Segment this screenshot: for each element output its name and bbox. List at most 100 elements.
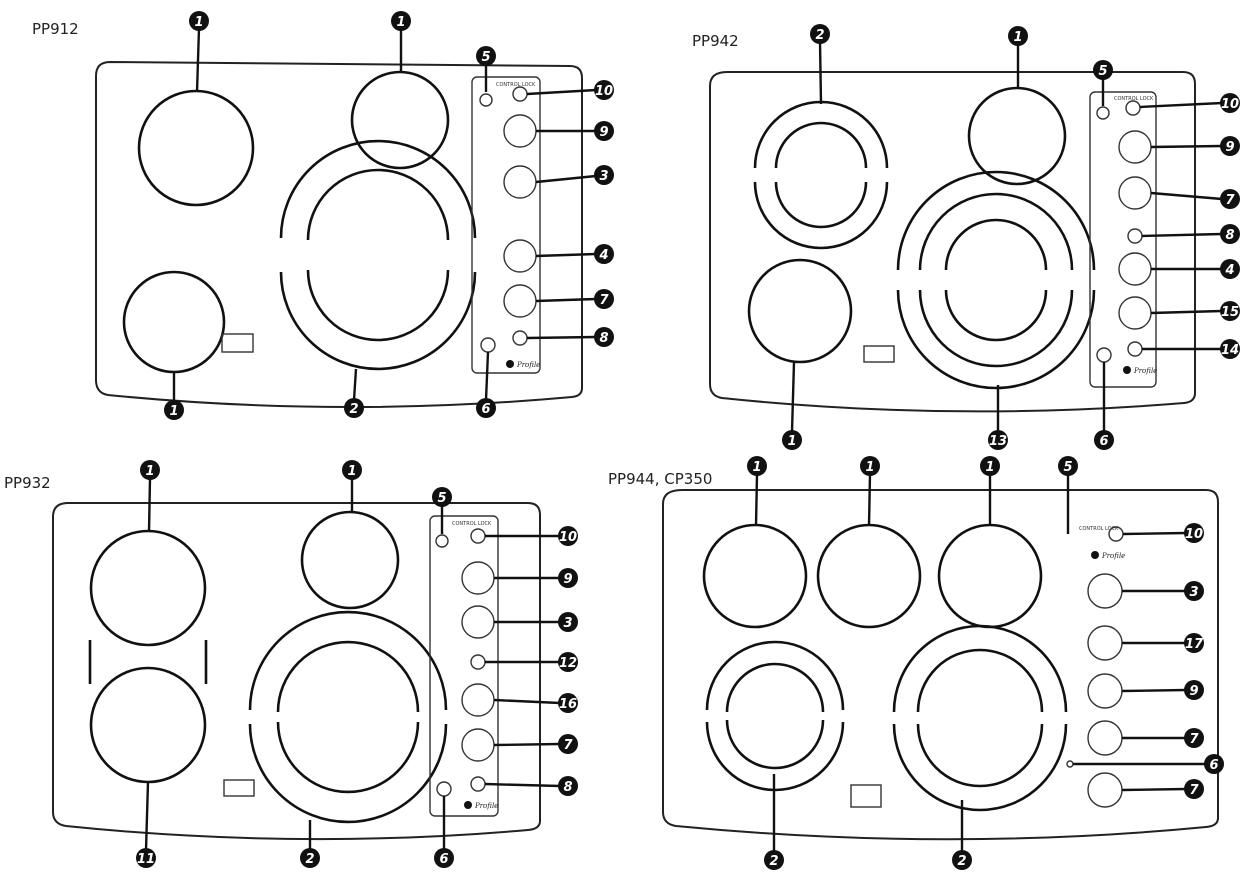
callout: 7 (1184, 779, 1204, 799)
brand-label: Profile (474, 802, 498, 810)
callout: 4 (1220, 259, 1240, 279)
callout: 8 (558, 776, 578, 796)
burner (816, 523, 922, 629)
selector-knob[interactable] (1127, 341, 1143, 357)
callout: 2 (300, 848, 320, 868)
hot-surface-indicator (863, 345, 895, 363)
svg-text:6: 6 (1099, 434, 1108, 449)
callout: 1 (140, 460, 160, 480)
control-knob[interactable] (503, 284, 537, 318)
control-knob[interactable] (1118, 130, 1152, 164)
control-knob[interactable] (503, 165, 537, 199)
svg-text:1: 1 (985, 460, 994, 475)
svg-text:1: 1 (1013, 30, 1022, 45)
control-lock-switch[interactable] (512, 86, 528, 102)
svg-text:1: 1 (347, 464, 356, 479)
svg-text:7: 7 (563, 738, 573, 753)
cooktop-pp942: PP942 CONTROL LOCK Profile (692, 24, 1240, 450)
control-lock-switch[interactable] (1125, 100, 1141, 116)
callout: 15 (1220, 301, 1240, 321)
callout: 2 (344, 398, 364, 418)
control-knob[interactable] (461, 561, 495, 595)
selector-knob[interactable] (1127, 228, 1143, 244)
control-knob[interactable] (1087, 720, 1123, 756)
panel-title: CONTROL LOCK (1079, 526, 1119, 532)
callout: 1 (391, 11, 411, 31)
svg-text:9: 9 (599, 125, 608, 140)
model-label-pp932: PP932 (4, 474, 51, 492)
dual-burner (248, 610, 448, 824)
burner (137, 89, 255, 207)
selector-knob[interactable] (470, 776, 486, 792)
svg-text:1: 1 (787, 434, 796, 449)
control-knob[interactable] (461, 728, 495, 762)
callout: 1 (980, 456, 1000, 476)
model-label-pp912: PP912 (32, 20, 79, 38)
hot-surface-light (1066, 760, 1074, 768)
burner (702, 523, 808, 629)
callout: 9 (558, 568, 578, 588)
selector-knob[interactable] (470, 654, 486, 670)
control-lock-light (435, 534, 449, 548)
svg-text:12: 12 (559, 656, 577, 671)
selector-knob[interactable] (512, 330, 528, 346)
callout: 5 (432, 487, 452, 507)
svg-text:2: 2 (957, 854, 966, 869)
burner (122, 270, 226, 374)
profile-logo-icon (464, 801, 472, 809)
control-knob[interactable] (461, 605, 495, 639)
svg-text:9: 9 (1225, 140, 1234, 155)
svg-text:2: 2 (305, 852, 314, 867)
control-knob[interactable] (1087, 625, 1123, 661)
hot-surface-light (436, 781, 452, 797)
callout: 1 (189, 11, 209, 31)
svg-text:16: 16 (559, 697, 577, 712)
control-knob[interactable] (1087, 573, 1123, 609)
callout: 7 (1220, 189, 1240, 209)
tri-ring-burner (896, 170, 1096, 390)
callout: 7 (1184, 728, 1204, 748)
svg-text:10: 10 (1185, 527, 1203, 542)
control-knob[interactable] (1118, 176, 1152, 210)
callout: 8 (594, 327, 614, 347)
callout: 17 (1184, 633, 1204, 653)
svg-text:1: 1 (865, 460, 874, 475)
cooktop-outline (709, 71, 1196, 413)
svg-text:8: 8 (599, 331, 608, 346)
svg-text:9: 9 (563, 572, 572, 587)
model-label-pp942: PP942 (692, 32, 739, 50)
control-panel (429, 515, 499, 817)
callout: 9 (594, 121, 614, 141)
svg-text:10: 10 (595, 84, 613, 99)
cooktop-outline (662, 489, 1219, 841)
svg-text:7: 7 (599, 293, 609, 308)
control-panel (471, 76, 541, 374)
burner (747, 258, 853, 364)
control-knob[interactable] (503, 239, 537, 273)
svg-text:5: 5 (437, 491, 446, 506)
callout: 16 (558, 693, 578, 713)
callout: 1 (1008, 26, 1028, 46)
callout: 5 (1093, 60, 1113, 80)
control-knob[interactable] (1087, 673, 1123, 709)
svg-text:10: 10 (559, 530, 577, 545)
control-knob[interactable] (1087, 772, 1123, 808)
control-knob[interactable] (1118, 296, 1152, 330)
callout: 7 (558, 734, 578, 754)
brand-label: Profile (516, 361, 540, 369)
callout: 1 (342, 460, 362, 480)
profile-logo-icon (506, 360, 514, 368)
svg-text:4: 4 (1224, 263, 1234, 278)
hot-surface-light (1096, 347, 1112, 363)
brand-label: Profile (1101, 552, 1125, 560)
callout: 10 (1220, 93, 1240, 113)
svg-text:11: 11 (137, 852, 155, 867)
control-knob[interactable] (503, 114, 537, 148)
callout: 14 (1220, 339, 1240, 359)
hot-surface-indicator (850, 784, 882, 808)
control-knob[interactable] (461, 683, 495, 717)
svg-text:14: 14 (1221, 343, 1239, 358)
control-knob[interactable] (1118, 252, 1152, 286)
control-lock-switch[interactable] (470, 528, 486, 544)
